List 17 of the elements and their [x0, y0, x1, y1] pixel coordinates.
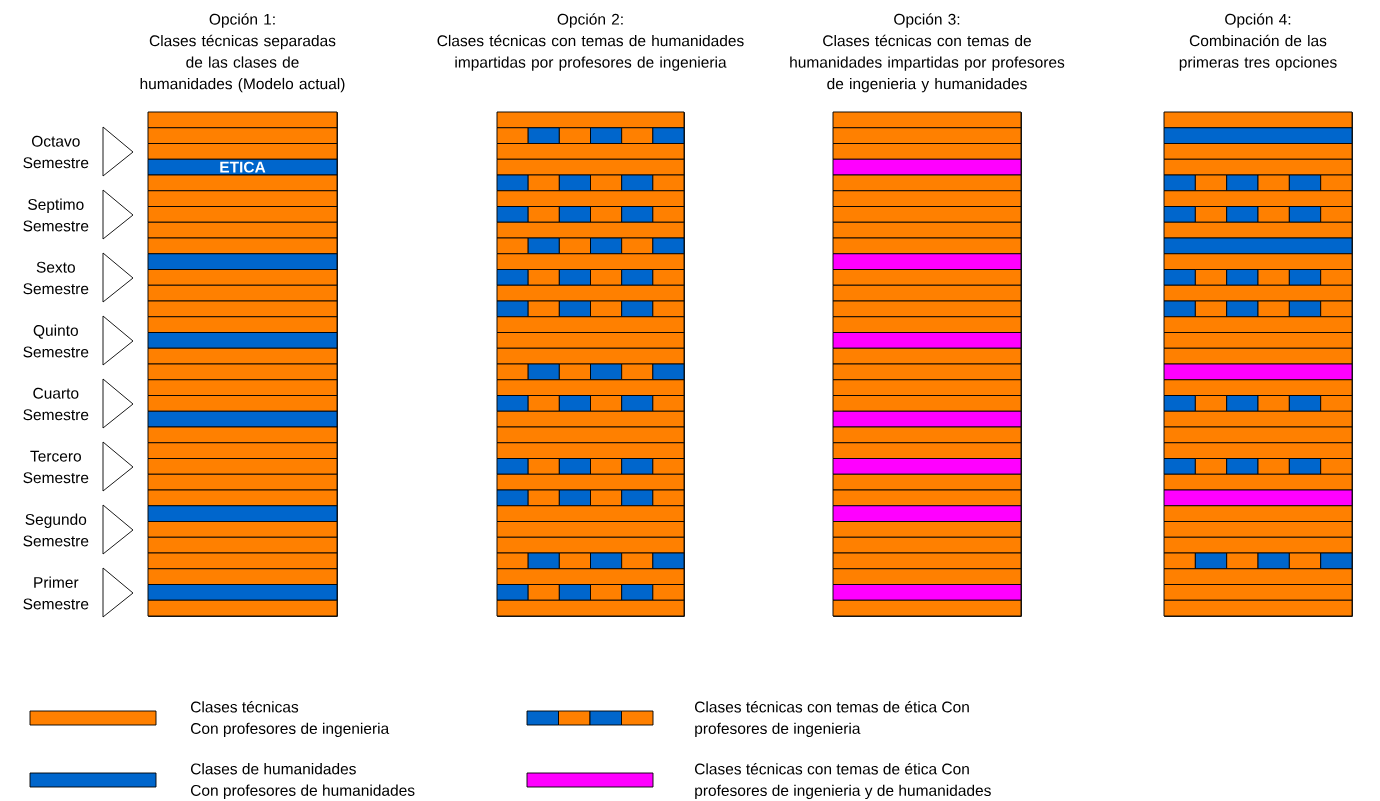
- semester-label: Octavo Semestre: [23, 135, 89, 169]
- legend-label: Clases de humanidades Con profesores de humanidades: [191, 763, 415, 799]
- legend-label: Clases técnicas con temas de ética Con profesores de ingenieria y de humanidades: [695, 762, 991, 800]
- semester-label: Quinto Semestre: [23, 324, 89, 358]
- column-title: Opción 2: Clases técnicas con temas de humanidades impartidas por profesores de ingenieria: [437, 13, 744, 71]
- semester-label: Segundo Semestre: [23, 513, 89, 547]
- semester-label: Cuarto Semestre: [23, 387, 89, 421]
- column-title: Opción 4: Combinación de las primeras tres opciones: [1179, 13, 1337, 71]
- legend-label: Clases técnicas con temas de ética Con profesores de ingenieria: [695, 700, 969, 738]
- column-title: Opción 3: Clases técnicas con temas de humanidades impartidas por profesores de ingenieria y humanidades: [790, 13, 1065, 93]
- semester-label: Sexto Semestre: [23, 261, 89, 295]
- legend-label: Clases técnicas Con profesores de ingenieria: [191, 700, 390, 738]
- semester-label: Tercero Semestre: [23, 450, 89, 484]
- semester-label: Septimo Semestre: [23, 198, 89, 232]
- column-title: Opción 1: Clases técnicas separadas de las clases de humanidades (Modelo actual): [140, 13, 345, 93]
- bar-label: ETICA: [220, 161, 266, 173]
- semester-label: Primer Semestre: [23, 576, 89, 610]
